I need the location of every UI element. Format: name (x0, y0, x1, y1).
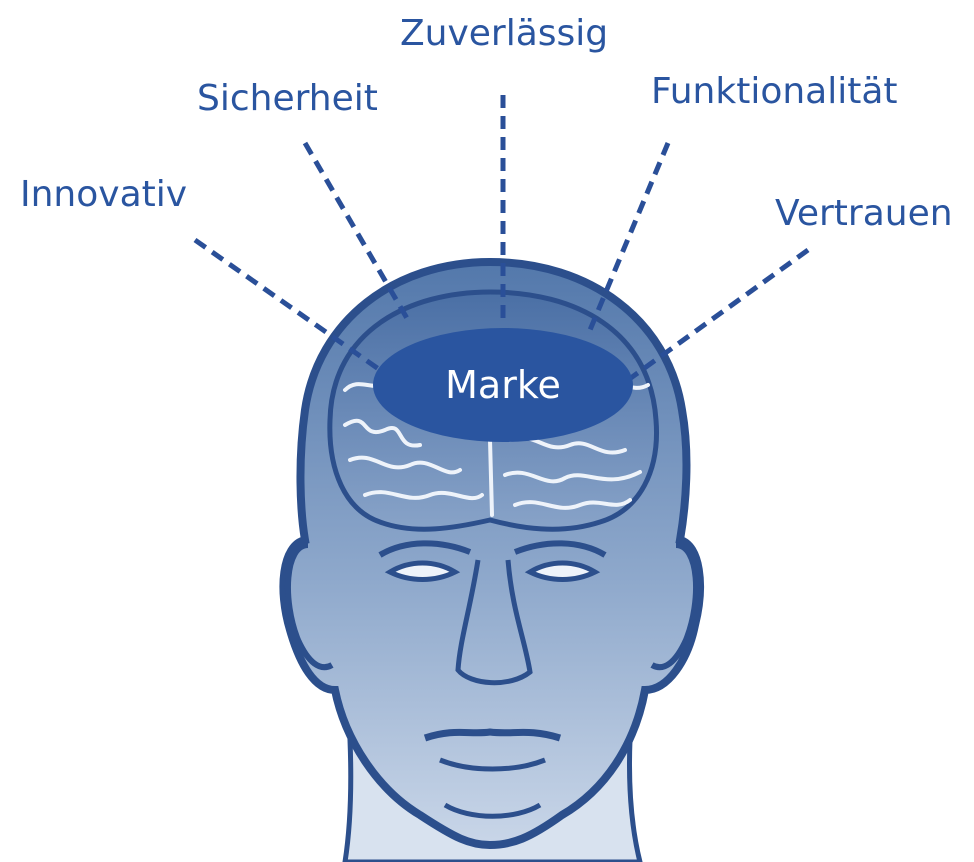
core-label: Marke (445, 363, 561, 407)
attribute-label-zuverlaessig: Zuverlässig (400, 13, 608, 54)
attribute-label-funktionalitaet: Funktionalität (651, 71, 898, 112)
connector-sicherheit (305, 143, 408, 320)
core-node: Marke (373, 328, 633, 442)
connector-innovativ (195, 240, 380, 370)
connector-funktionalitaet (590, 143, 668, 330)
attribute-label-sicherheit: Sicherheit (197, 78, 378, 119)
attribute-label-innovativ: Innovativ (20, 174, 187, 215)
attribute-label-vertrauen: Vertrauen (775, 193, 953, 234)
left-eye (390, 563, 455, 580)
right-eye (530, 563, 595, 580)
attribute-labels: Innovativ Sicherheit Zuverlässig Funktio… (20, 13, 953, 234)
